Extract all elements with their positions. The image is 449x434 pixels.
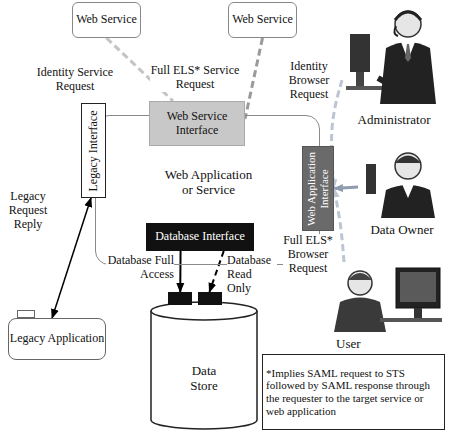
interface-box: Web Application Interface bbox=[302, 146, 334, 231]
service-box: Web Service bbox=[72, 2, 141, 38]
connector-label: Full ELS* Service Request bbox=[150, 64, 240, 92]
connector-label: Database Read Only bbox=[227, 254, 277, 295]
cylinder-outline bbox=[150, 292, 258, 430]
note-box: *Implies SAML request to STS followed by… bbox=[262, 354, 445, 430]
connector-stub bbox=[17, 310, 35, 318]
actor: Data Owner bbox=[358, 142, 446, 238]
node-label: Web Service bbox=[76, 13, 137, 27]
node-label: User bbox=[322, 337, 436, 352]
interface-box: Database Interface bbox=[146, 223, 254, 251]
connector bbox=[209, 251, 223, 292]
connector-label: Identity Service Request bbox=[25, 66, 125, 94]
interface-box: Legacy Interface bbox=[81, 103, 106, 198]
application-box: Legacy Application bbox=[8, 318, 106, 360]
node-label: *Implies SAML request to STS followed by… bbox=[266, 367, 441, 418]
connector-label: Database Full Access bbox=[106, 254, 174, 282]
actor: User bbox=[322, 262, 422, 352]
node-label: Administrator bbox=[342, 113, 446, 128]
user-icon bbox=[334, 268, 442, 332]
node-label: Data Store bbox=[177, 364, 231, 394]
node-label: Database Interface bbox=[155, 230, 245, 244]
connector-label: Legacy Request Reply bbox=[2, 190, 54, 231]
connector bbox=[245, 38, 263, 119]
node-label: Web Service Interface bbox=[150, 110, 244, 138]
connector bbox=[334, 189, 344, 263]
actor: Administrator bbox=[342, 2, 446, 128]
node-label: Web Application Interface bbox=[305, 149, 330, 229]
interface-box: Web Service Interface bbox=[149, 101, 245, 146]
connector-label: Full ELS* Browser Request bbox=[283, 234, 333, 275]
data-store-cylinder: Data Store bbox=[150, 292, 258, 430]
connector-label: Identity Browser Request bbox=[284, 60, 334, 101]
node-label: Data Owner bbox=[358, 223, 446, 238]
connector bbox=[179, 251, 181, 292]
service-box: Web Service bbox=[228, 2, 297, 38]
node-label: Legacy Interface bbox=[87, 106, 101, 196]
node-label: Web Application or Service bbox=[161, 168, 256, 198]
node-label: Legacy Application bbox=[10, 332, 104, 346]
connector bbox=[334, 187, 358, 188]
administrator-icon bbox=[346, 11, 436, 104]
connector bbox=[52, 198, 91, 318]
node-label: Web Service bbox=[232, 13, 293, 27]
data-owner-icon bbox=[366, 153, 435, 218]
